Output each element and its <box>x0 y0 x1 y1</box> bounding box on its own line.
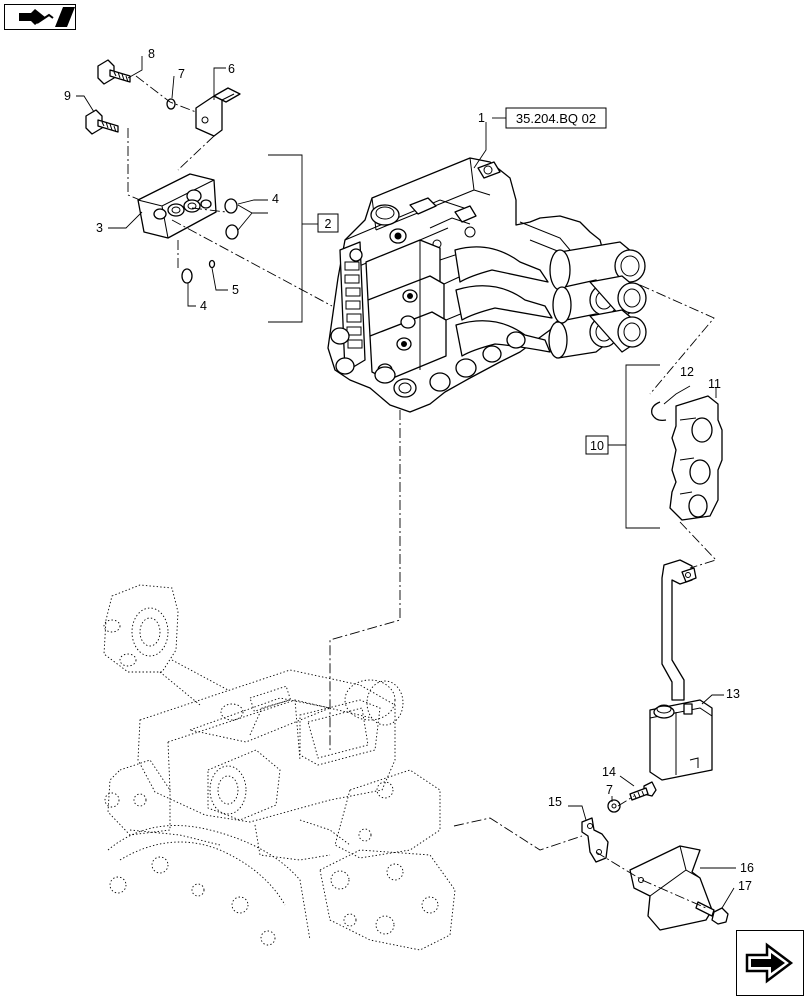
quick-coupler-bank <box>548 241 647 359</box>
o-rings <box>181 198 239 284</box>
callout-14: 14 <box>602 765 616 779</box>
screw-8 <box>97 59 131 85</box>
assembly-lines <box>127 75 717 909</box>
next-page-arrow-icon <box>745 942 794 984</box>
callout-1: 1 <box>478 111 485 125</box>
bracket-15 <box>581 817 609 863</box>
callout-7-bottom: 7 <box>606 783 613 797</box>
callout-2: 2 <box>325 217 332 231</box>
callout-3: 3 <box>96 221 103 235</box>
connector-grid <box>344 261 363 349</box>
callout-box-10 <box>585 435 609 455</box>
callout-7-top: 7 <box>178 67 185 81</box>
leader-lines <box>76 56 736 909</box>
snap-ring <box>651 401 667 422</box>
washer-7-bottom <box>607 799 621 813</box>
screw-9 <box>85 109 119 135</box>
callout-4-upper: 4 <box>272 192 279 206</box>
callout-15: 15 <box>548 795 562 809</box>
heat-shield <box>629 845 713 931</box>
next-page-icon-button[interactable] <box>736 930 804 996</box>
ball <box>208 259 216 269</box>
manifold-block <box>137 173 217 239</box>
callout-10: 10 <box>590 439 604 453</box>
control-valve-assembly <box>327 157 606 413</box>
screw-14 <box>629 781 657 801</box>
callout-box-2 <box>317 213 339 233</box>
callout-9: 9 <box>64 89 71 103</box>
prev-page-icon-button[interactable] <box>4 4 76 30</box>
group-bracket-10 <box>625 364 660 529</box>
callout-13: 13 <box>726 687 740 701</box>
group-bracket-2 <box>268 154 303 323</box>
callout-11: 11 <box>708 377 721 391</box>
callout-4-lower: 4 <box>200 299 207 313</box>
callout-6: 6 <box>228 62 235 76</box>
tractor-outline <box>103 584 456 951</box>
reference-code: 35.204.BQ 02 <box>516 111 596 126</box>
callout-16: 16 <box>740 861 754 875</box>
callout-5: 5 <box>232 283 239 297</box>
prev-page-arrow-icon <box>19 7 75 27</box>
coupler-cover <box>669 395 723 521</box>
callout-12: 12 <box>680 365 694 379</box>
bracket-6 <box>195 87 241 137</box>
callout-17: 17 <box>738 879 752 893</box>
reservoir-bottle <box>649 559 713 781</box>
callout-8: 8 <box>148 47 155 61</box>
